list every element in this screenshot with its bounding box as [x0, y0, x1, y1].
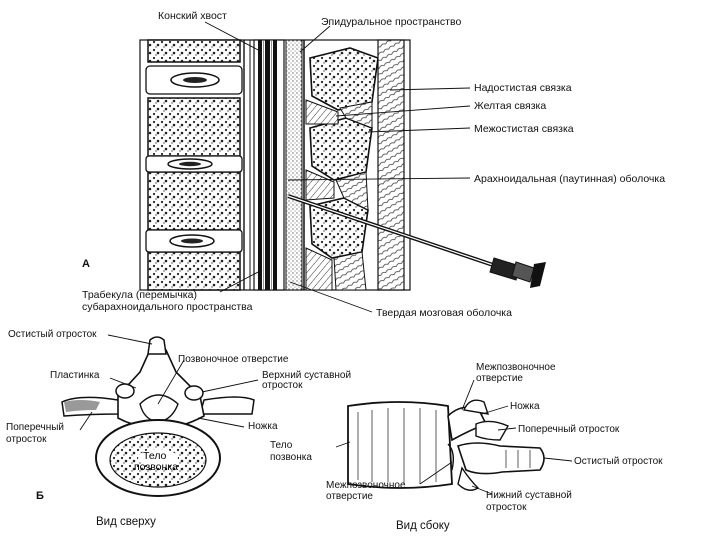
interspinous-ligament — [335, 171, 369, 211]
transverse-process-side — [475, 420, 509, 441]
label-yellow-ligament: Желтая связка — [474, 100, 547, 112]
yellow-ligament — [305, 99, 339, 125]
label-cauda-equina: Конский хвост — [158, 10, 227, 22]
label-trabecula-line1: Трабекула (перемычка) — [82, 289, 197, 301]
leader-lines-b1 — [79, 334, 259, 431]
label-supraspinous-ligament: Надостистая связка — [474, 82, 572, 94]
vertebral-body — [147, 171, 241, 231]
label-body-top-line1: Тело — [143, 450, 167, 462]
label-spinous-process-top: Остистый отросток — [8, 329, 97, 340]
label-inferior-articular-line2: отросток — [486, 502, 527, 513]
label-foramen-top-line2: отверстие — [476, 373, 523, 384]
superior-articular-side — [463, 399, 490, 415]
vertebral-bodies — [147, 39, 241, 291]
spinous-process — [309, 47, 379, 111]
leader-lines-a — [204, 21, 471, 313]
label-body-top-line2: позвонка — [134, 461, 178, 473]
supraspinous-ligament — [377, 39, 405, 291]
vertebra-side-view — [335, 379, 573, 495]
transverse-process-right — [199, 396, 255, 415]
label-pedicle-top: Ножка — [248, 421, 278, 432]
sagittal-spine-section — [139, 21, 546, 313]
caption-top-view: Вид сверху — [96, 516, 156, 528]
label-epidural-space: Эпидуральное пространство — [321, 16, 462, 28]
spinous-processes — [309, 47, 379, 259]
label-spinous-process-side: Остистый отросток — [574, 456, 663, 467]
label-body-side-line1: Тело — [270, 440, 293, 451]
yellow-ligament — [305, 247, 333, 291]
label-transverse-line1: Поперечный — [6, 422, 65, 433]
intervertebral-discs — [145, 65, 243, 253]
label-vertebral-foramen: Позвоночное отверстие — [178, 354, 289, 365]
label-dura-mater: Твердая мозговая оболочка — [376, 307, 512, 319]
vertebral-body — [147, 39, 241, 63]
caption-side-view: Вид сбоку — [396, 520, 450, 532]
vertebral-foramen — [139, 394, 179, 423]
vertebral-body-side — [347, 401, 453, 489]
yellow-ligament — [305, 169, 335, 201]
label-superior-articular-line1: Верхний суставной — [262, 370, 352, 381]
vertebra-top-view — [61, 334, 259, 497]
label-inferior-articular-line1: Нижний суставной — [486, 490, 572, 501]
label-lamina: Пластинка — [50, 370, 100, 381]
cauda-equina — [253, 39, 285, 291]
figure-a-letter: А — [82, 258, 90, 270]
vertebral-body — [147, 97, 241, 157]
spinal-needle — [287, 194, 546, 288]
label-body-side-line2: позвонка — [270, 452, 312, 463]
ligaments — [305, 39, 405, 291]
label-pedicle-side: Ножка — [510, 401, 540, 412]
label-foramen-bottom-line2: отверстие — [326, 491, 373, 502]
vertebral-body — [147, 251, 241, 291]
intervertebral-foramen-side — [447, 443, 455, 471]
interspinous-ligament — [333, 251, 367, 291]
label-transverse-process-side: Поперечный отросток — [518, 424, 620, 435]
label-superior-articular-line2: отросток — [262, 380, 303, 391]
label-arachnoid: Арахноидальная (паутинная) оболочка — [474, 173, 666, 185]
label-foramen-bottom-line1: Межпозвоночное — [326, 480, 406, 491]
label-foramen-top-line1: Межпозвоночное — [476, 362, 556, 373]
interspinous-ligament — [339, 101, 373, 129]
spinous-process-side — [456, 442, 545, 475]
label-transverse-line2: отросток — [6, 434, 47, 445]
superior-articular-process — [184, 385, 204, 401]
leader-lines-b2 — [335, 379, 573, 495]
label-trabecula-line2: субарахноидального пространства — [82, 301, 253, 313]
epidural-space — [285, 39, 303, 291]
figure-b-letter: Б — [36, 490, 44, 502]
spinous-process — [309, 117, 373, 181]
spinous-process-top — [147, 336, 167, 355]
label-interspinous-ligament: Межостистая связка — [474, 123, 574, 135]
